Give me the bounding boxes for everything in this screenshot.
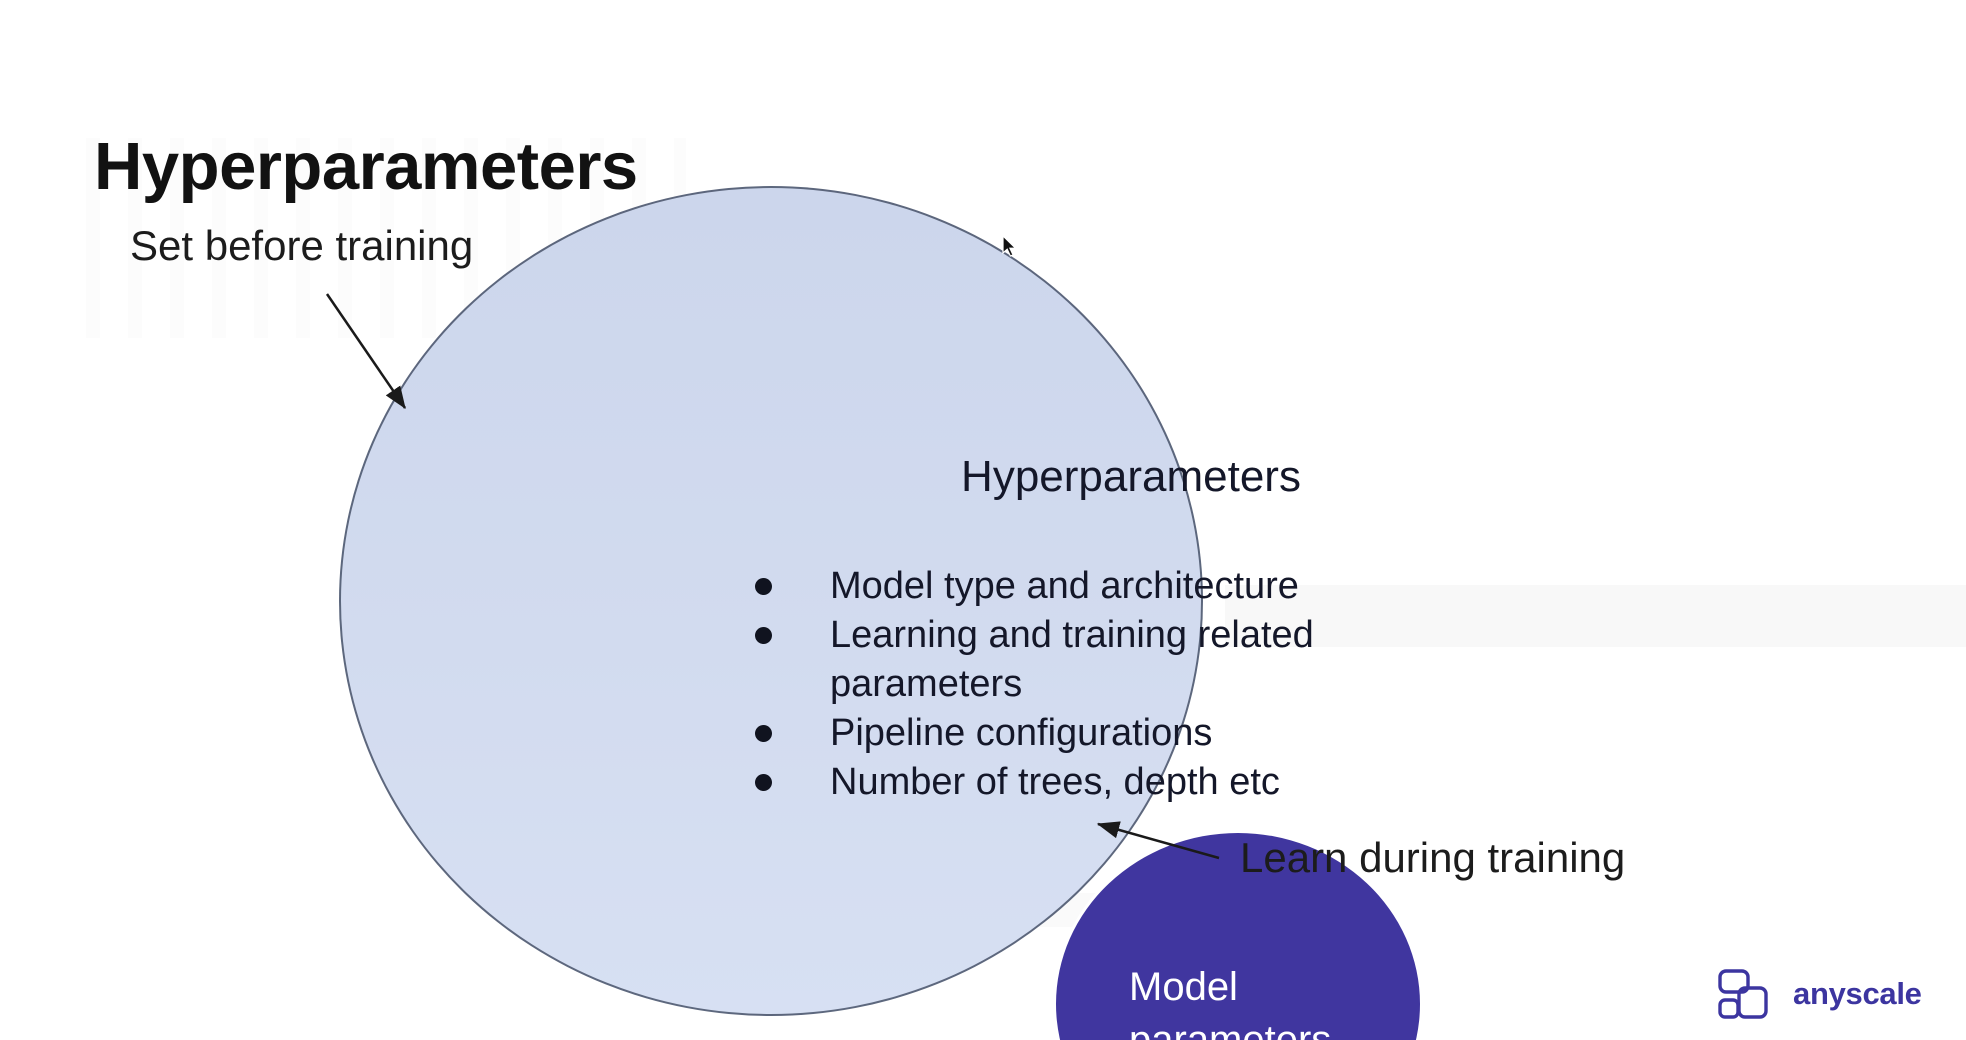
page-title: Hyperparameters [94,128,638,204]
hyperparameter-bullet-list: Model type and architecture Learning and… [755,562,1395,807]
brand-footer: anyscale [1718,966,1958,1022]
brand-wordmark: anyscale [1793,976,1922,1011]
list-item: Pipeline configurations [755,709,1390,758]
annotation-learn-during-training: Learn during training [1240,834,1626,881]
list-item-text: Number of trees, depth etc [830,761,1280,803]
inner-circle-label: Model parameters [1129,965,1332,1040]
bullet-dot-icon [755,725,772,742]
list-item-text: Learning and training related parameters [830,614,1314,705]
bullet-dot-icon [755,578,772,595]
bullet-dot-icon [755,774,772,791]
list-item: Number of trees, depth etc [755,758,1390,807]
list-item: Model type and architecture [755,562,1390,611]
bullet-dot-icon [755,627,772,644]
list-item: Learning and training related parameters [755,611,1390,709]
annotation-set-before-training: Set before training [130,222,474,269]
list-item-text: Pipeline configurations [830,712,1213,754]
outer-circle-label: Hyperparameters [961,452,1301,501]
list-item-text: Model type and architecture [830,565,1299,607]
outer-circle-hyperparameters: Hyperparameters Model type and architect… [339,186,1423,1040]
anyscale-logo-icon [1718,969,1768,1019]
